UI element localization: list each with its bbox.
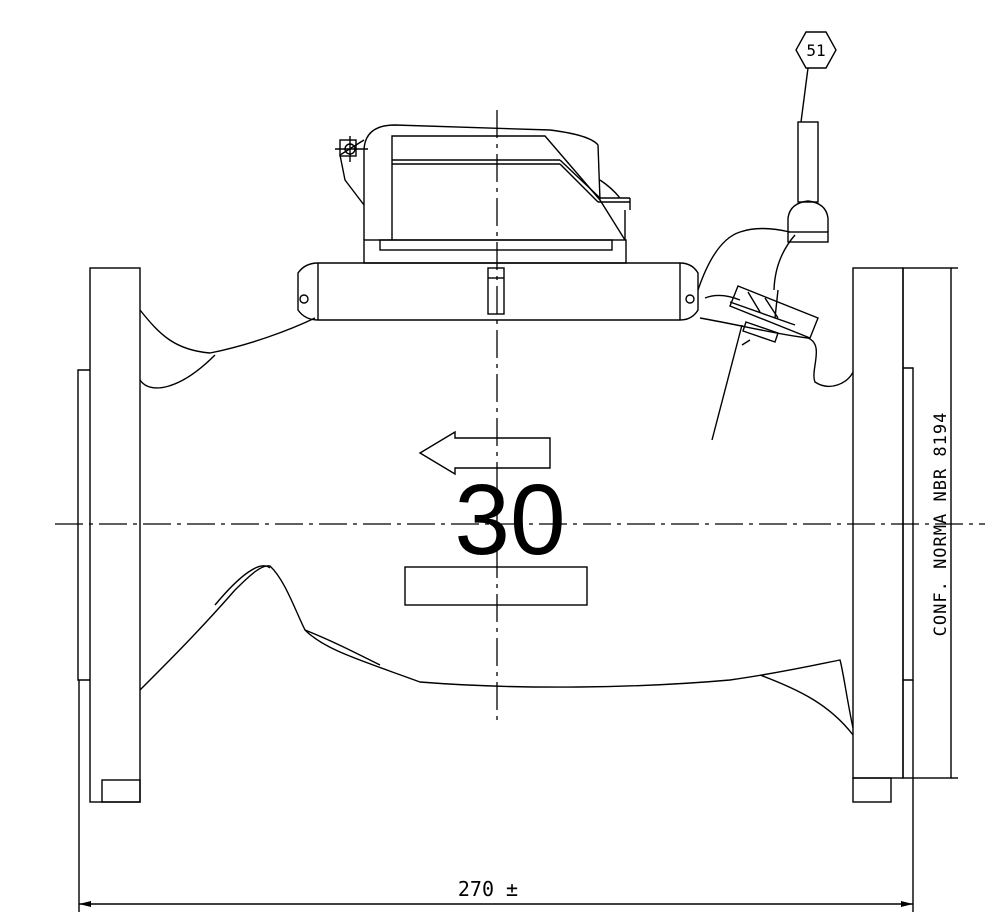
meter-body <box>139 309 854 736</box>
nameplate <box>404 566 588 606</box>
center-lines <box>55 110 985 720</box>
flow-direction-arrow <box>418 430 551 476</box>
antenna-tag-hexagon <box>795 31 837 69</box>
antenna-tag-label: 51 <box>806 41 825 60</box>
dimension-label: 270 ± <box>458 877 518 901</box>
right-flange <box>852 267 958 803</box>
left-flange <box>77 267 141 803</box>
standard-note: CONF. NORMA NBR 8194 <box>931 412 951 637</box>
size-label: 30 <box>454 464 565 576</box>
overall-length-dimension: 270 ± <box>78 680 914 912</box>
register-head <box>335 124 631 264</box>
antenna-assembly: 51 <box>697 31 837 441</box>
register-base <box>297 262 699 321</box>
